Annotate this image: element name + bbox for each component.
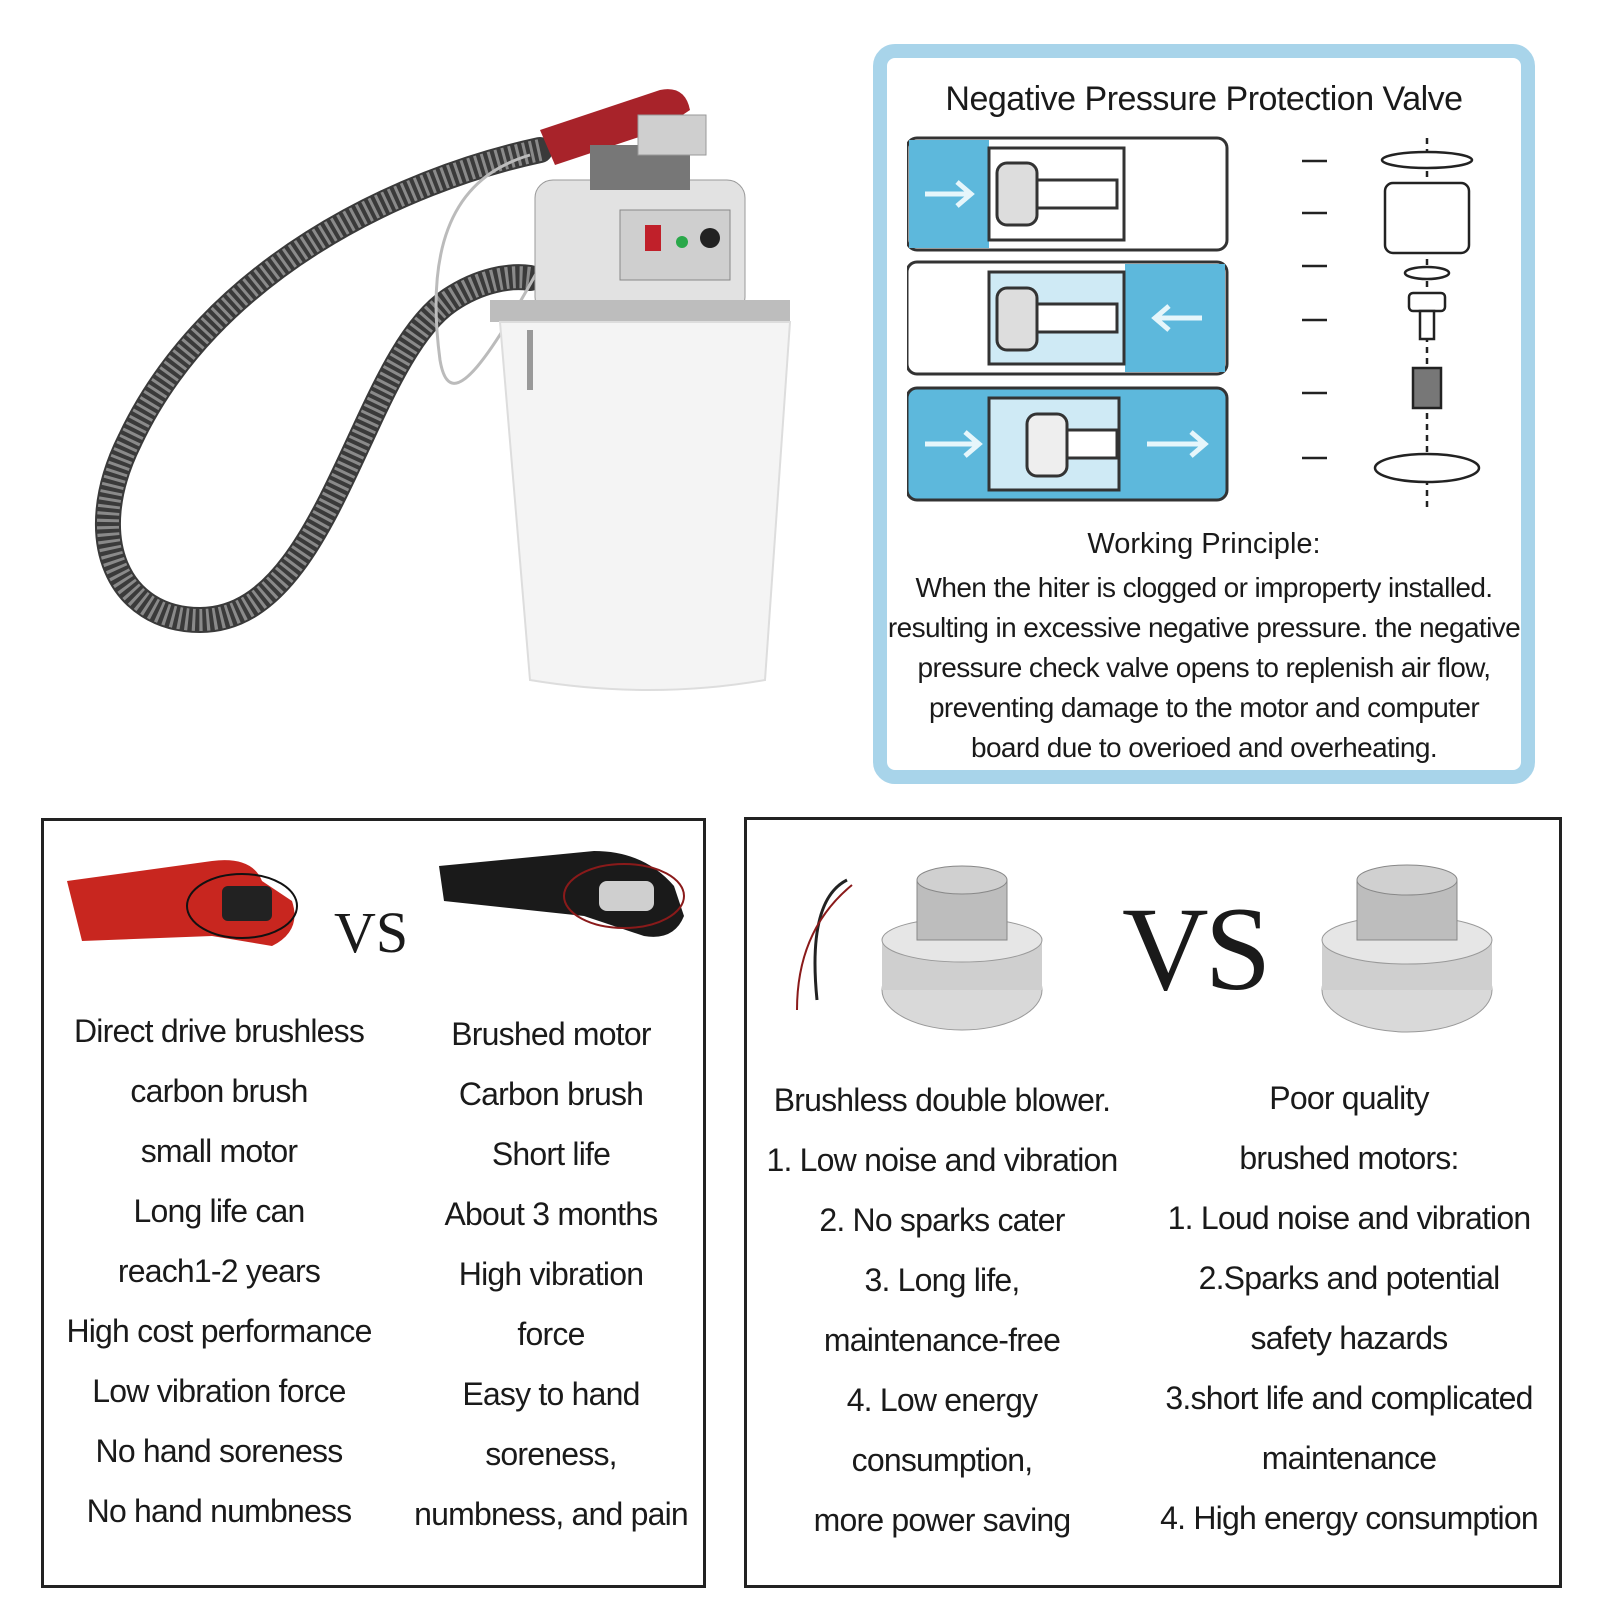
- feature-line: No hand soreness: [95, 1433, 344, 1469]
- feature-line: 3. Long life,: [864, 1262, 1020, 1298]
- feature-line: Direct drive brushless: [73, 1013, 365, 1049]
- airflow-arrow: [925, 430, 983, 458]
- feature-line: 3.short life and complicated: [1165, 1380, 1533, 1416]
- feature-line: High vibration: [458, 1256, 644, 1292]
- feature-line: 4. Low energy: [846, 1382, 1038, 1418]
- principle-line: resulting in excessive negative pressure…: [887, 612, 1521, 643]
- feature-line: maintenance: [1261, 1440, 1437, 1476]
- feature-line: force: [517, 1316, 585, 1352]
- feature-line: 2.Sparks and potential: [1198, 1260, 1501, 1296]
- valve-state-open: [907, 386, 1229, 502]
- feature-line: maintenance-free: [823, 1322, 1061, 1358]
- principle-line: pressure check valve opens to replenish …: [917, 652, 1492, 683]
- feature-line: numbness, and pain: [414, 1496, 689, 1532]
- feature-line: 2. No sparks cater: [819, 1202, 1065, 1238]
- brushed-handle-image: [439, 851, 685, 937]
- feature-line: soreness,: [485, 1436, 617, 1472]
- feature-line: About 3 months: [444, 1196, 659, 1232]
- feature-line: 1. Low noise and vibration: [766, 1142, 1119, 1178]
- working-principle-heading: Working Principle:: [1087, 528, 1321, 560]
- brushless-blower-features: Brushless double blower. 1. Low noise an…: [747, 1070, 1137, 1550]
- valve-exploded-view: [1302, 138, 1481, 508]
- feature-line: Easy to hand: [462, 1376, 640, 1412]
- feature-line: 4. High energy consumption: [1160, 1500, 1538, 1536]
- feature-line: Low vibration force: [92, 1373, 346, 1409]
- bucket: [498, 321, 792, 691]
- feature-line: brushed motors:: [1239, 1140, 1459, 1176]
- valve-state-closed-left: [907, 136, 1229, 252]
- brushless-features: Direct drive brushless carbon brush smal…: [44, 1001, 394, 1541]
- negative-pressure-valve-panel: Negative Pressure Protection Valve: [873, 44, 1535, 784]
- brushed-motor-features: Poor quality brushed motors: 1. Loud noi…: [1139, 1068, 1559, 1548]
- handle-motor-comparison: VS Direct drive brushless carbon brush s…: [41, 818, 706, 1588]
- airflow-arrow: [1151, 304, 1202, 332]
- valve-state-closed-right: [907, 260, 1229, 376]
- feature-line: Long life can: [133, 1193, 305, 1229]
- feature-line: High cost performance: [66, 1313, 372, 1349]
- vacuum-product-illustration: [94, 89, 792, 691]
- feature-line: Poor quality: [1269, 1080, 1429, 1116]
- feature-line: Brushed motor: [451, 1016, 651, 1052]
- principle-line: board due to overioed and overheating.: [970, 732, 1438, 763]
- feature-line: Short life: [491, 1136, 611, 1172]
- feature-line: Brushless double blower.: [773, 1082, 1111, 1118]
- working-principle-text: When the hiter is clogged or improperty …: [887, 568, 1521, 768]
- green-indicator: [676, 236, 688, 248]
- feature-line: Carbon brush: [458, 1076, 644, 1112]
- vs-label: VS: [334, 900, 409, 965]
- brushless-blower-image: [796, 865, 1043, 1031]
- vs-label: VS: [1122, 882, 1271, 1015]
- principle-line: When the hiter is clogged or improperty …: [915, 572, 1494, 603]
- blower-motor-comparison: VS Brushless double blower. 1. Low noise…: [744, 817, 1562, 1588]
- red-handle: [540, 89, 690, 165]
- feature-line: small motor: [140, 1133, 298, 1169]
- valve-diagram: [907, 136, 1481, 508]
- feature-line: reach1-2 years: [117, 1253, 321, 1289]
- brushed-features: Brushed motor Carbon brush Short life Ab…: [396, 1004, 706, 1544]
- valve-title: Negative Pressure Protection Valve: [945, 80, 1463, 118]
- control-knob: [700, 228, 720, 248]
- feature-line: consumption,: [851, 1442, 1034, 1478]
- feature-line: safety hazards: [1250, 1320, 1449, 1356]
- feature-line: No hand numbness: [86, 1493, 353, 1529]
- brushed-motor-image: [1321, 864, 1493, 1033]
- feature-line: 1. Loud noise and vibration: [1167, 1200, 1531, 1236]
- airflow-arrow: [925, 180, 975, 208]
- feature-line: carbon brush: [130, 1073, 308, 1109]
- brushless-handle-image: [67, 860, 298, 946]
- feature-line: more power saving: [813, 1502, 1072, 1538]
- airflow-arrow: [1147, 430, 1209, 458]
- principle-line: preventing damage to the motor and compu…: [928, 692, 1480, 723]
- power-switch: [645, 225, 661, 251]
